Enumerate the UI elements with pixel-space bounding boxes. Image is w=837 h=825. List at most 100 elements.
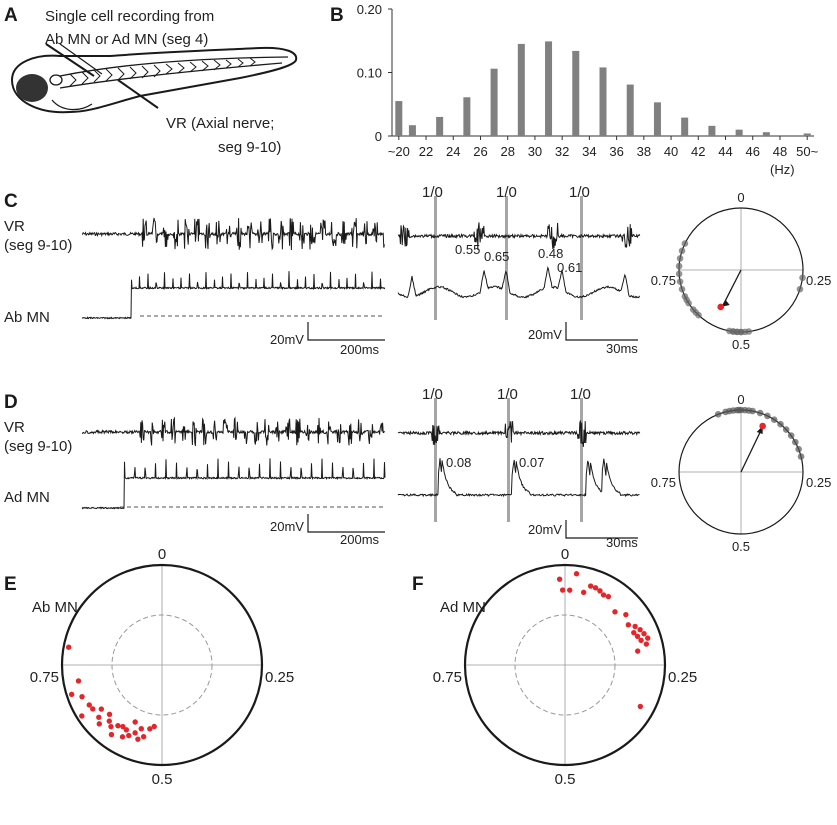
phase-dot xyxy=(641,631,647,637)
polar-plot-f: 00.250.50.75 xyxy=(433,546,697,788)
phase-dot xyxy=(140,733,147,740)
phase-dot xyxy=(106,711,113,717)
phase-dot xyxy=(138,726,144,732)
polar-tick-label: 0.25 xyxy=(806,475,831,490)
phase-dot xyxy=(676,255,684,262)
x-tick-label: 24 xyxy=(446,144,460,159)
vr-seg-label: (seg 9-10) xyxy=(4,237,72,254)
bar-27 xyxy=(490,68,498,136)
cycle-marker-3 xyxy=(580,398,583,522)
scale-voltage-zoom: 20mV xyxy=(528,327,562,342)
phase-dot xyxy=(756,409,764,417)
x-tick-label: 46 xyxy=(746,144,760,159)
bar-39 xyxy=(653,102,661,136)
mean-vector xyxy=(723,269,742,305)
panel-c: C VR (seg 9-10) Ab MN 20mV 200ms 1/0 1/0… xyxy=(4,184,831,357)
phase-dot xyxy=(764,412,771,420)
polar-tick-label: 0.5 xyxy=(732,539,750,554)
recording-title-line1: Single cell recording from xyxy=(45,8,214,25)
phase-dot xyxy=(65,644,72,650)
phase-dot xyxy=(796,285,804,293)
phase-dot xyxy=(799,274,806,282)
phase-dot xyxy=(612,609,618,615)
bar-50~ xyxy=(803,133,811,136)
phase-dot xyxy=(749,407,756,415)
phase-dot xyxy=(638,637,644,643)
bar-21 xyxy=(408,125,416,136)
mn-label: Ab MN xyxy=(4,309,50,326)
phase-dot xyxy=(676,278,684,285)
polar-plot-e: 00.250.50.75 xyxy=(30,546,294,788)
polar-tick-label: 0 xyxy=(737,190,744,205)
x-tick-label: 40 xyxy=(664,144,678,159)
phase-dot xyxy=(625,622,632,628)
x-tick-label: 34 xyxy=(582,144,596,159)
otic-vesicle xyxy=(49,74,63,86)
cycle-marker-1 xyxy=(434,398,437,522)
phase-dot xyxy=(108,723,114,730)
phase-dot xyxy=(714,411,722,418)
panel-label-d: D xyxy=(4,392,18,413)
phase-label-3: 0.48 xyxy=(538,246,563,261)
phase-dot xyxy=(90,706,96,712)
yolk-outline xyxy=(51,99,93,111)
phase-label-2: 0.07 xyxy=(519,455,544,470)
phase-dot xyxy=(797,453,805,460)
bar-43 xyxy=(708,125,716,136)
x-tick-label: 28 xyxy=(500,144,514,159)
mean-dot xyxy=(759,422,766,430)
phase-dot xyxy=(634,633,641,639)
phase-dot xyxy=(123,727,130,733)
x-tick-label: 22 xyxy=(419,144,433,159)
x-tick-label: 38 xyxy=(637,144,651,159)
panel-d: D VR (seg 9-10) Ad MN 20mV 200ms 1/0 1/0… xyxy=(4,386,831,554)
mn-trace-zoom xyxy=(397,458,640,498)
phase-dot xyxy=(126,732,132,739)
phase-dot xyxy=(623,611,629,618)
bar-25 xyxy=(463,97,471,136)
bar-41 xyxy=(681,117,689,136)
phase-dot xyxy=(782,426,790,433)
bar-35 xyxy=(599,67,607,136)
x-tick-label: 42 xyxy=(691,144,705,159)
phase-dot xyxy=(580,589,587,596)
phase-dot xyxy=(559,587,566,593)
inner-dashed-circle xyxy=(111,614,213,716)
eye xyxy=(16,74,48,102)
y-tick-label: 0.10 xyxy=(357,66,382,81)
phase-dot xyxy=(787,432,795,439)
phase-dot xyxy=(115,722,121,729)
phase-dot xyxy=(135,736,141,742)
cycle-marker-3 xyxy=(580,196,583,320)
polar-title: Ad MN xyxy=(440,599,486,616)
phase-dot xyxy=(597,588,603,594)
phase-label-1: 0.08 xyxy=(446,455,471,470)
polar-tick-label: 0 xyxy=(158,546,166,563)
phase-dot xyxy=(106,718,112,724)
y-tick-label: 0 xyxy=(375,129,382,144)
x-tick-label: 48 xyxy=(773,144,787,159)
x-tick-label: ~20 xyxy=(388,144,410,159)
phase-dot xyxy=(681,293,689,300)
phase-dot xyxy=(675,270,683,278)
phase-dot xyxy=(79,693,85,700)
recording-electrode xyxy=(45,43,95,77)
cycle-marker-2 xyxy=(507,398,510,522)
scale-time-zoom: 30ms xyxy=(606,341,638,356)
mn-trace xyxy=(81,458,386,510)
bar-45 xyxy=(735,129,743,136)
phase-dot xyxy=(96,714,102,720)
ventral-line xyxy=(59,62,283,89)
scale-time: 200ms xyxy=(340,532,380,547)
x-tick-label: 36 xyxy=(609,144,623,159)
phase-dot xyxy=(151,723,157,730)
phase-dot xyxy=(132,730,138,736)
vr-label: VR xyxy=(4,218,25,235)
polar-tick-label: 0.5 xyxy=(555,771,576,788)
polar-tick-label: 0.5 xyxy=(732,337,750,352)
panel-a: A Single cell recording from Ab MN or Ad… xyxy=(4,5,298,156)
scale-bar xyxy=(307,514,385,533)
panel-label-b: B xyxy=(330,5,344,26)
